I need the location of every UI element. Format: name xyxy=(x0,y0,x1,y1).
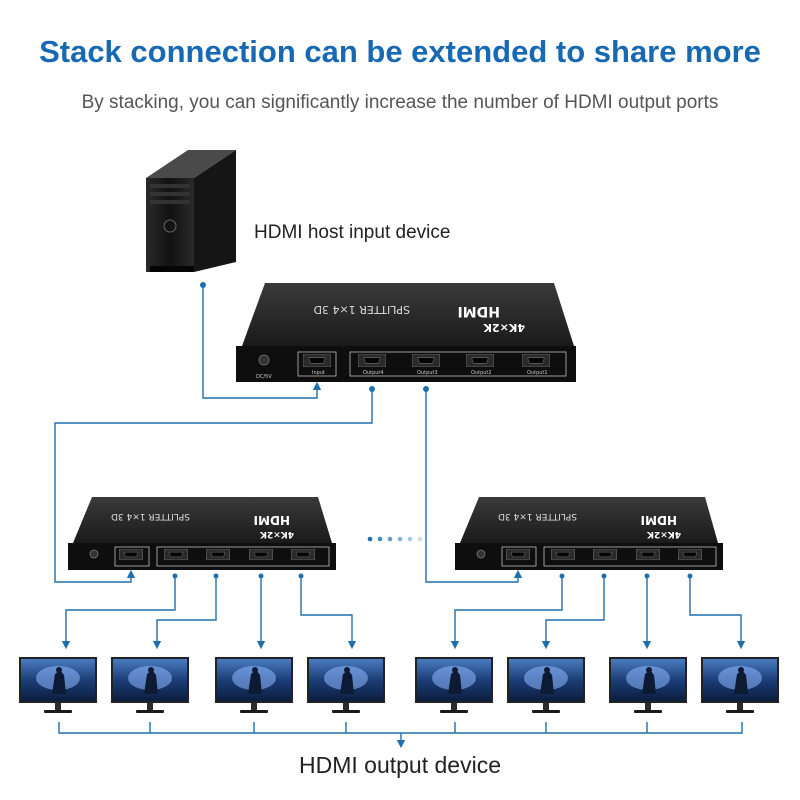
main-model: SPLITTER 1×4 3D xyxy=(313,303,410,316)
monitor-row xyxy=(19,657,779,713)
main-output3-label: Output3 xyxy=(417,370,438,376)
right-brand: HDMI xyxy=(641,513,677,527)
left-splitter: HDMI 4K×2K SPLITTER 1×4 3D xyxy=(68,497,336,570)
main-output1-label: Output1 xyxy=(527,370,548,376)
output-device-label: HDMI output device xyxy=(299,752,501,778)
connector-lines xyxy=(54,282,746,749)
monitor-icon xyxy=(609,657,687,713)
stack-ellipsis xyxy=(367,536,423,542)
left-brand: HDMI xyxy=(254,513,290,527)
monitor-icon xyxy=(307,657,385,713)
main-resolution: 4K×2K xyxy=(483,321,525,334)
monitor-icon xyxy=(415,657,493,713)
main-output2-label: Output2 xyxy=(471,370,492,376)
main-output4-label: Output4 xyxy=(363,370,384,376)
main-brand: HDMI xyxy=(458,303,500,319)
left-resolution: 4K×2K xyxy=(259,529,294,539)
main-input-port-label: Input xyxy=(312,370,325,376)
monitor-icon xyxy=(215,657,293,713)
main-splitter: HDMI 4K×2K SPLITTER 1×4 3D DC/5V Input O… xyxy=(236,283,576,382)
page-title: Stack connection can be extended to shar… xyxy=(39,34,761,69)
right-resolution: 4K×2K xyxy=(646,529,681,539)
monitor-icon xyxy=(701,657,779,713)
right-model: SPLITTER 1×4 3D xyxy=(498,511,577,521)
host-input-label: HDMI host input device xyxy=(254,222,451,243)
monitor-icon xyxy=(507,657,585,713)
pc-tower-icon xyxy=(146,150,236,272)
monitor-icon xyxy=(111,657,189,713)
left-model: SPLITTER 1×4 3D xyxy=(111,511,190,521)
monitor-icon xyxy=(19,657,97,713)
main-power-label: DC/5V xyxy=(256,374,272,380)
right-splitter: HDMI 4K×2K SPLITTER 1×4 3D xyxy=(455,497,723,570)
page-subtitle: By stacking, you can significantly incre… xyxy=(81,92,719,113)
